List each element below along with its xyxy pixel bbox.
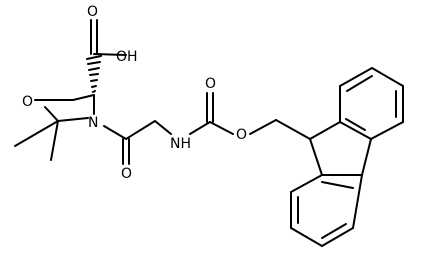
bond-o-ch2: [249, 119, 277, 135]
fluorene-upper-benzene: [339, 67, 404, 140]
bond-methyl-2: [50, 120, 59, 161]
bond-carbamate-o: [209, 121, 234, 135]
bond-methyl-1: [14, 120, 59, 147]
bond-n-amide-c: [103, 125, 127, 140]
fluorene-lower-benzene: [290, 174, 363, 247]
label-ring-n: N: [88, 115, 98, 131]
bond-ch2-nh: [154, 120, 172, 135]
oxazolidine-ring: [34, 94, 95, 122]
stereo-hash-bond: [86, 55, 102, 93]
label-carbamate-o-ester: O: [236, 127, 247, 143]
bond-ring-o-cme2: [44, 106, 59, 122]
label-amide-o: O: [121, 166, 132, 182]
label-carboxyl-oh: OH: [116, 49, 138, 65]
bond-c-oh: [93, 53, 127, 56]
fluorene-five-ring: [309, 121, 372, 176]
label-ring-o: O: [22, 94, 33, 110]
label-carboxyl-o: O: [87, 4, 98, 20]
label-carbamate-nh: NH: [170, 136, 191, 152]
bond-amide-ch2: [125, 120, 156, 140]
label-carbamate-o-double: O: [205, 76, 216, 92]
bond-ch2-fluorenyl-c9: [275, 119, 311, 140]
bond-cme2-n: [57, 117, 89, 122]
bond-c4-ch2: [72, 94, 95, 101]
bond-nh-carbamate-c: [189, 121, 211, 135]
